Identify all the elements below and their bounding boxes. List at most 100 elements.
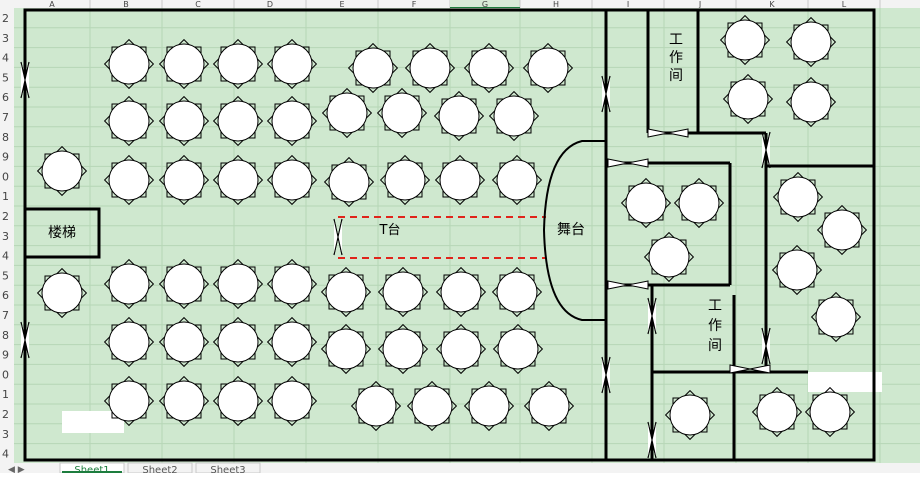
row-header-label[interactable]: 1 — [2, 190, 9, 203]
table-top — [648, 236, 690, 278]
table-top — [271, 100, 313, 142]
round-table — [785, 16, 837, 68]
column-header-label[interactable]: D — [267, 0, 273, 9]
column-header-selected[interactable] — [450, 0, 520, 8]
table-top — [468, 385, 510, 427]
round-table — [719, 14, 771, 66]
stairs-box — [23, 207, 101, 259]
table-top — [815, 296, 857, 338]
column-header-label[interactable]: B — [123, 0, 129, 9]
table-top — [384, 159, 426, 201]
column-header-label[interactable]: I — [627, 0, 629, 9]
row-header-label[interactable]: 0 — [2, 170, 9, 183]
tables — [36, 14, 868, 441]
row-header-label[interactable]: 8 — [2, 329, 9, 342]
column-header-label[interactable]: H — [553, 0, 559, 9]
round-table — [158, 95, 210, 147]
column-headers: A B C D E F G H I J K L — [49, 0, 881, 9]
row-header-label[interactable]: 8 — [2, 131, 9, 144]
round-table — [212, 38, 264, 90]
round-table — [323, 156, 375, 208]
round-table — [643, 231, 695, 283]
door-icon — [20, 321, 30, 359]
row-header-label[interactable]: 7 — [2, 309, 9, 322]
round-table — [377, 323, 429, 375]
table-top — [108, 380, 150, 422]
round-table — [266, 38, 318, 90]
table-top — [217, 321, 259, 363]
round-table — [810, 291, 862, 343]
column-header-label[interactable]: K — [769, 0, 775, 9]
row-header-label[interactable]: 3 — [2, 428, 9, 441]
table-top — [756, 391, 798, 433]
row-header-label[interactable]: 4 — [2, 250, 9, 263]
sheet-tabs: ◀ ▶ Sheet1 Sheet2 Sheet3 — [8, 462, 261, 476]
door-icon — [761, 327, 771, 365]
table-top — [527, 47, 569, 89]
row-header-label[interactable]: 0 — [2, 368, 9, 381]
table-top — [217, 380, 259, 422]
table-top — [724, 19, 766, 61]
table-top — [41, 272, 83, 314]
round-table — [36, 267, 88, 319]
row-header-label[interactable]: 6 — [2, 91, 9, 104]
doors — [20, 61, 771, 459]
column-header-label[interactable]: F — [412, 0, 417, 9]
round-table — [212, 154, 264, 206]
round-table — [103, 38, 155, 90]
row-header-label[interactable]: 6 — [2, 289, 9, 302]
table-top — [163, 321, 205, 363]
round-table — [36, 145, 88, 197]
column-header-label[interactable]: G — [482, 0, 488, 9]
row-header-label[interactable]: 1 — [2, 388, 9, 401]
round-table — [491, 266, 543, 318]
round-table — [434, 154, 486, 206]
table-top — [217, 263, 259, 305]
door-icon — [647, 128, 689, 138]
door-icon — [647, 297, 657, 335]
row-header-label[interactable]: 3 — [2, 230, 9, 243]
table-top — [163, 380, 205, 422]
round-table — [158, 38, 210, 90]
row-header-label[interactable]: 2 — [2, 408, 9, 421]
round-table — [722, 73, 774, 125]
table-top — [108, 43, 150, 85]
table-top — [409, 47, 451, 89]
column-header-label[interactable]: E — [339, 0, 344, 9]
table-top — [468, 47, 510, 89]
row-header-label[interactable]: 4 — [2, 448, 9, 461]
table-top — [326, 92, 368, 134]
row-header-label[interactable]: 5 — [2, 71, 9, 84]
round-table — [320, 266, 372, 318]
row-header-label[interactable]: 3 — [2, 32, 9, 45]
table-top — [108, 263, 150, 305]
column-header-label[interactable]: A — [49, 0, 55, 9]
sheet-tab-label[interactable]: Sheet1 — [74, 465, 109, 476]
row-header-label[interactable]: 2 — [2, 210, 9, 223]
row-header-label[interactable]: 4 — [2, 52, 9, 65]
table-top — [497, 328, 539, 370]
blank-cell-patch — [808, 372, 882, 392]
svg-text:工作间: 工作间 — [708, 298, 722, 354]
row-header-label[interactable]: 9 — [2, 151, 9, 164]
round-table — [816, 204, 868, 256]
column-header-label[interactable]: J — [698, 0, 701, 9]
column-header-label[interactable]: L — [842, 0, 847, 9]
round-table — [771, 244, 823, 296]
round-table — [620, 177, 672, 229]
sheet-tab-label[interactable]: Sheet3 — [210, 465, 245, 476]
row-header-label[interactable]: 7 — [2, 111, 9, 124]
table-top — [790, 81, 832, 123]
table-top — [271, 43, 313, 85]
table-top — [163, 263, 205, 305]
tab-scroll-icon[interactable]: ◀ ▶ — [8, 465, 25, 475]
table-top — [325, 328, 367, 370]
row-header-label[interactable]: 2 — [2, 12, 9, 25]
row-header-label[interactable]: 9 — [2, 349, 9, 362]
round-table — [673, 177, 725, 229]
sheet-tab-label[interactable]: Sheet2 — [142, 465, 177, 476]
column-header-label[interactable]: C — [195, 0, 201, 9]
row-header-label[interactable]: 5 — [2, 269, 9, 282]
table-top — [528, 385, 570, 427]
